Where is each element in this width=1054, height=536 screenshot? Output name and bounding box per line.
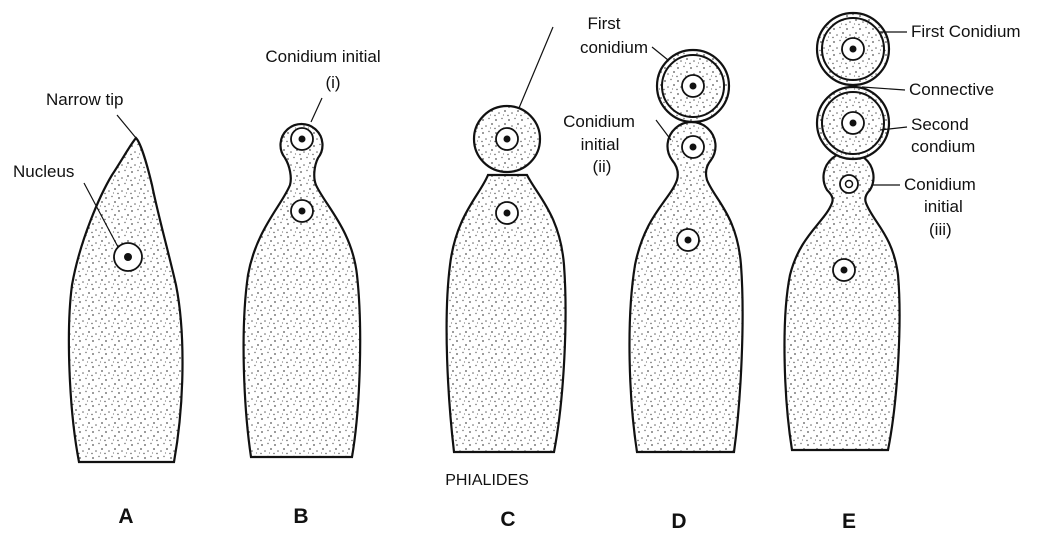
label-conidium-initial-d-line1: Conidium: [563, 112, 635, 131]
leader-line-c: [519, 27, 553, 108]
label-second-conidium-line1: Second: [911, 115, 969, 134]
label-connective: Connective: [909, 80, 994, 99]
label-conidium-initial-d-line2: initial: [581, 135, 620, 154]
leader-conidium-initial-i: [311, 98, 322, 122]
caption-phialides: PHIALIDES: [445, 472, 529, 489]
panel-d: First conidium Conidium initial (ii) D: [563, 14, 742, 531]
nucleus-d2: [682, 136, 704, 158]
label-narrow-tip: Narrow tip: [46, 90, 123, 109]
label-conidium-initial-e-line3: (iii): [929, 220, 952, 239]
nucleus-b1: [291, 128, 313, 150]
label-first-conidium-d-line2: conidium: [580, 38, 648, 57]
label-first-conidium-e: First Conidium: [911, 22, 1021, 41]
panel-letter-e: E: [842, 510, 856, 531]
label-conidium-initial-e-line2: initial: [924, 197, 963, 216]
label-conidium-initial-d-line3: (ii): [593, 157, 612, 176]
label-conidium-initial-b: Conidium initial: [265, 47, 380, 66]
leader-first-conidium-d: [652, 47, 668, 60]
panel-letter-d: D: [671, 510, 686, 531]
nucleus-a: [114, 243, 142, 271]
nucleus-b2: [291, 200, 313, 222]
panel-letter-a: A: [118, 505, 133, 528]
label-conidium-initial-b-index: (i): [325, 73, 340, 92]
panel-b: Conidium initial (i) B: [244, 47, 381, 528]
panel-a: Narrow tip Nucleus A: [13, 90, 183, 528]
nucleus-e1: [842, 38, 864, 60]
nucleus-d1: [682, 75, 704, 97]
panel-letter-b: B: [293, 505, 308, 528]
nucleus-e4: [833, 259, 855, 281]
leader-conidium-initial-ii: [656, 120, 671, 140]
nucleus-c1: [496, 128, 518, 150]
panel-e: First Conidium Connective Second condium…: [784, 13, 1020, 531]
label-conidium-initial-e-line1: Conidium: [904, 175, 976, 194]
panel-c: PHIALIDES C: [445, 27, 565, 531]
leader-narrow-tip: [117, 115, 136, 138]
panel-letter-c: C: [500, 508, 515, 531]
phialide-d-body: [629, 122, 742, 452]
nucleus-e2: [842, 112, 864, 134]
nucleus-c2: [496, 202, 518, 224]
label-first-conidium-d-line1: First: [587, 14, 620, 33]
nucleus-e3: [840, 175, 858, 193]
phialide-b-body: [244, 124, 361, 457]
label-nucleus: Nucleus: [13, 162, 74, 181]
phialide-e-body: [784, 152, 899, 450]
nucleus-d3: [677, 229, 699, 251]
label-second-conidium-line2: condium: [911, 137, 975, 156]
